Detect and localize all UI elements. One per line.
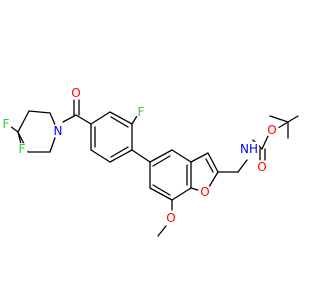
fluorine-gem-2-label: F <box>19 142 26 156</box>
oxygen-carbamate-carbonyl: O <box>255 160 269 174</box>
fluorine-gem-1: F <box>0 117 12 131</box>
bond-pip-c6-n <box>49 134 57 153</box>
bond-o-ch3 <box>157 225 167 237</box>
bond-ar1-e-inner <box>110 116 129 128</box>
bond-ar1-b <box>90 149 111 163</box>
oxygen-ketone-label: O <box>71 86 80 100</box>
bond-fu-c3-c2 <box>207 152 219 173</box>
bond-c4-f2 <box>17 131 22 145</box>
bond-pip-c2-c3 <box>28 110 51 114</box>
bond-pip-n-c2 <box>49 112 57 128</box>
bond-tbu-me1 <box>269 115 289 123</box>
bond-oester-ctbu <box>277 121 289 129</box>
bond-tbu-me2 <box>287 115 299 123</box>
molecule-canvas: O N F F F O O NH <box>0 86 299 237</box>
bond-ar1-e <box>109 111 133 125</box>
bond-carbonyl-n <box>62 114 77 123</box>
bond-bz-e <box>149 187 173 201</box>
atom-labels: O N F F F O O NH <box>0 86 279 225</box>
bond-ar1-c-inner <box>110 146 129 158</box>
fluorine-gem-2: F <box>16 142 28 156</box>
bond-ar1-f <box>90 111 111 125</box>
oxygen-methoxy-label: O <box>166 211 175 225</box>
bond-c4-f1 <box>9 125 19 133</box>
oxygen-carbamate-carbonyl-label: O <box>257 160 266 174</box>
bond-ar1-f-sub <box>131 115 138 125</box>
bond-c-oester <box>261 135 269 150</box>
bond-carbonyl-aryl <box>75 114 92 125</box>
oxygen-carbamate-ester: O <box>265 123 279 137</box>
fluorine-aryl-label: F <box>138 105 145 119</box>
bond-ch2-nh <box>237 159 248 173</box>
structure-diagram: O N F F F O O NH <box>0 86 299 237</box>
oxygen-furan: O <box>198 185 212 199</box>
bond-bz-b <box>171 149 192 163</box>
oxygen-furan-label: O <box>200 185 209 199</box>
bond-ar1-c <box>109 149 133 163</box>
fluorine-aryl: F <box>135 105 147 119</box>
nitrogen-piperidine-label: N <box>54 124 63 138</box>
nh-carbamate-label: NH <box>240 142 258 156</box>
bond-bz-d <box>171 187 192 201</box>
oxygen-ketone: O <box>69 86 83 100</box>
bond-pip-c3-c4 <box>17 110 30 133</box>
nitrogen-piperidine: N <box>51 124 65 138</box>
bonds <box>9 99 299 237</box>
bond-biaryl <box>131 149 151 163</box>
oxygen-carbamate-ester-label: O <box>267 123 276 137</box>
bond-fu-c3-c2-inner <box>205 158 214 173</box>
bond-bz-a-inner <box>152 155 171 167</box>
bond-fu-c2-o <box>208 171 219 188</box>
nh-carbamate: NH <box>239 142 259 156</box>
oxygen-methoxy: O <box>164 211 178 225</box>
bond-bz-a <box>149 149 173 163</box>
bond-fu-c3a-c3 <box>190 152 209 163</box>
fluorine-gem-1-label: F <box>3 117 10 131</box>
bond-bz-e-inner <box>152 184 171 196</box>
